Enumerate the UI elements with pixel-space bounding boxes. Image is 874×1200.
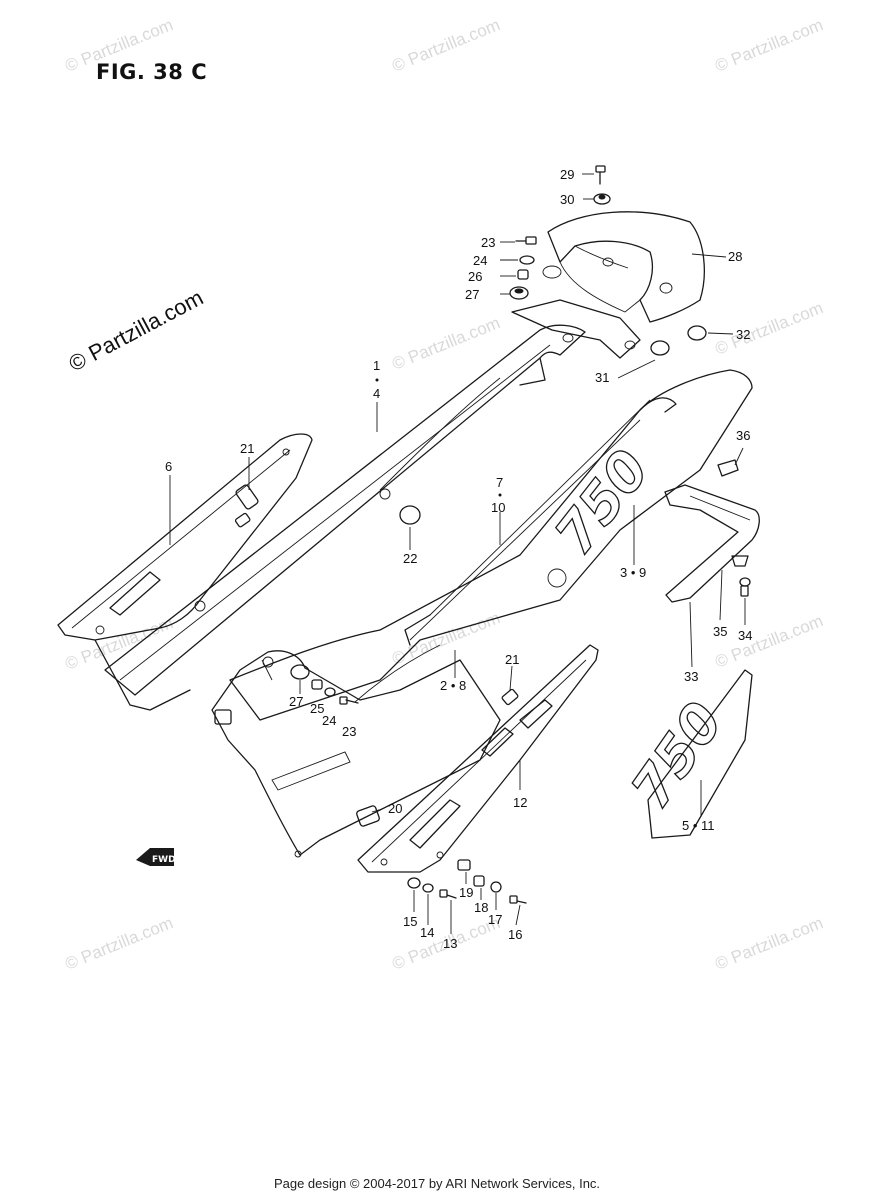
side-cover-lower-left: [211, 644, 501, 858]
fwd-indicator: FWD: [136, 848, 176, 866]
grommet-20: [356, 805, 380, 827]
watermark-large: © Partzilla.com: [65, 285, 208, 377]
callout: 13: [443, 936, 457, 951]
callout: 6: [165, 459, 172, 474]
page-footer: Page design © 2004-2017 by ARI Network S…: [273, 1176, 601, 1191]
exploded-parts-diagram: © Partzilla.com © Partzilla.com © Partzi…: [57, 15, 826, 974]
hardware-top: [509, 165, 707, 356]
callout: 36: [736, 428, 750, 443]
callout: 28: [728, 249, 742, 264]
callout: 20: [388, 801, 402, 816]
callout: 12: [513, 795, 527, 810]
hardware-middle: [290, 505, 421, 705]
callout: 3 • 9: [620, 565, 646, 580]
callout: 23: [342, 724, 356, 739]
callout: 24: [322, 713, 336, 728]
callout: 14: [420, 925, 434, 940]
callout: 1: [373, 358, 380, 373]
callout: 32: [736, 327, 750, 342]
decal-750-text: 750: [619, 691, 735, 819]
callout: 15: [403, 914, 417, 929]
hardware-bottom: [407, 859, 527, 904]
frame-cover-left: [57, 433, 313, 711]
tail-bracket: [664, 459, 760, 603]
callout: 27: [465, 287, 479, 302]
callout: 17: [488, 912, 502, 927]
figure-title: FIG. 38 C: [96, 60, 208, 84]
fwd-label: FWD: [152, 855, 176, 865]
callout: 10: [491, 500, 505, 515]
watermark: © Partzilla.com: [389, 15, 502, 76]
callout: 33: [684, 669, 698, 684]
watermark: © Partzilla.com: [389, 608, 502, 669]
callout: 18: [474, 900, 488, 915]
frame-cover-rail-upper: [104, 324, 586, 696]
watermark: © Partzilla.com: [62, 15, 175, 76]
callout: 27: [289, 694, 303, 709]
callout: 5 • 11: [682, 818, 715, 833]
watermark: © Partzilla.com: [712, 611, 825, 672]
callout: 30: [560, 192, 574, 207]
callout: 29: [560, 167, 574, 182]
watermark: © Partzilla.com: [712, 15, 825, 76]
callout: 23: [481, 235, 495, 250]
decal-750-outline: 750: [543, 438, 662, 566]
callout: 21: [240, 441, 254, 456]
callout: 35: [713, 624, 727, 639]
callout: 21: [505, 652, 519, 667]
tail-cowl-top: [511, 211, 705, 359]
callout: 26: [468, 269, 482, 284]
watermark: © Partzilla.com: [712, 298, 825, 359]
callout: 7: [496, 475, 503, 490]
callout: 34: [738, 628, 752, 643]
side-cover-main: 750: [229, 369, 753, 721]
watermark: © Partzilla.com: [62, 913, 175, 974]
watermark: © Partzilla.com: [712, 913, 825, 974]
leader-lines: [169, 173, 746, 934]
decal-750: 750: [618, 669, 753, 839]
callout: 31: [595, 370, 609, 385]
watermark: © Partzilla.com: [389, 313, 502, 374]
callout: 22: [403, 551, 417, 566]
lower-bracket-plate: [357, 644, 599, 873]
callout: 24: [473, 253, 487, 268]
callout: 19: [459, 885, 473, 900]
callout: 16: [508, 927, 522, 942]
callout-labels: 1 4 6 21 22 7 10 3 • 9 2 • 8 27 25 24 23…: [165, 167, 752, 951]
callout: 25: [310, 701, 324, 716]
callout: 2 • 8: [440, 678, 466, 693]
callout: 4: [373, 386, 380, 401]
